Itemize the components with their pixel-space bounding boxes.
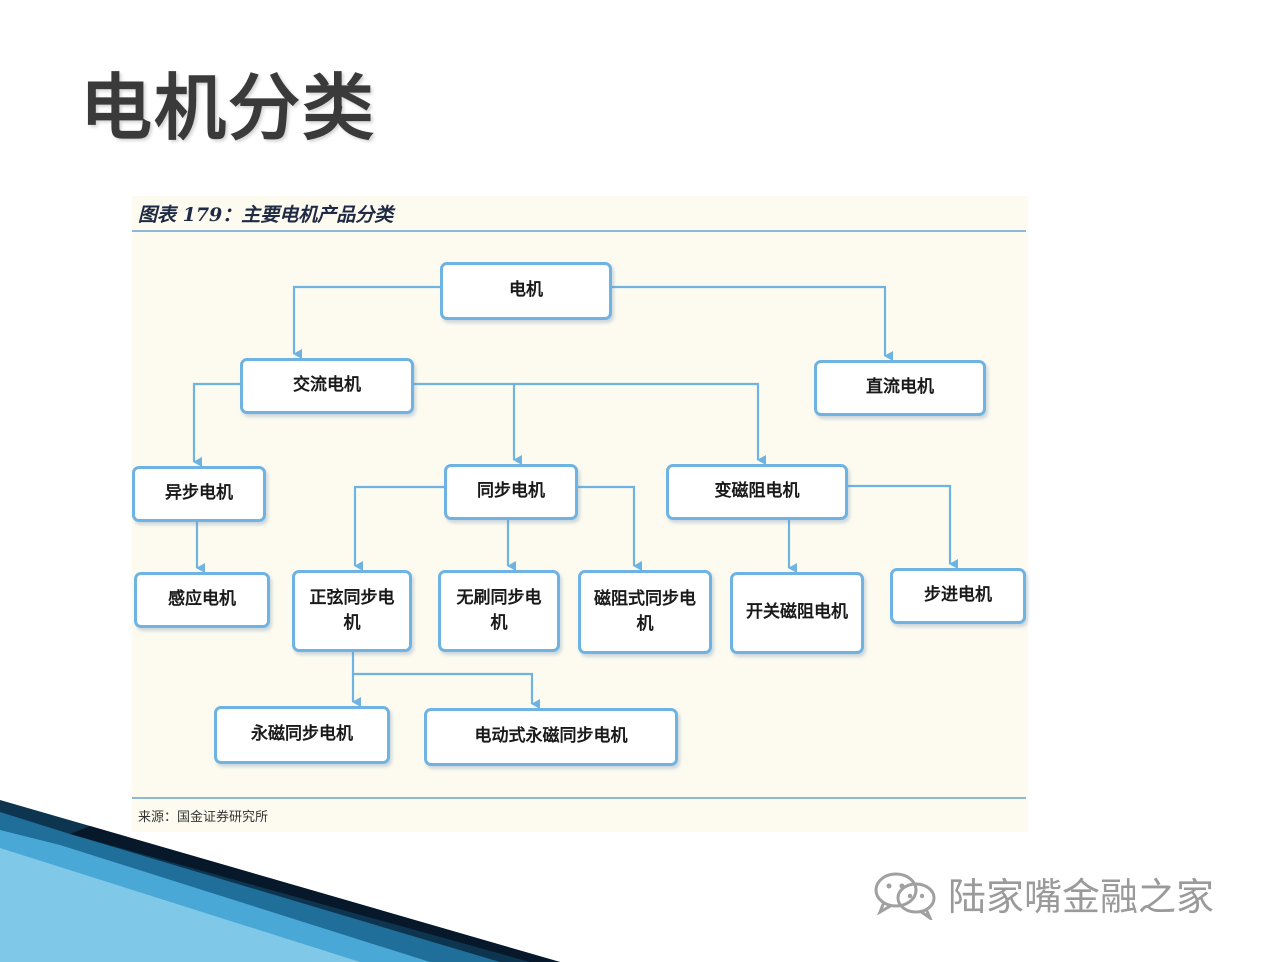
node-stepper-motor: 步进电机 [890,568,1026,624]
slide-title: 电机分类 [80,66,377,150]
node-induction-motor: 感应电机 [134,572,270,628]
watermark: 陆家嘴金融之家 [870,866,1214,921]
node-switched-reluctance-motor: 开关磁阻电机 [730,572,864,654]
edge-ac-sync [412,382,522,465]
edge-ac-reluctance [514,382,766,465]
edge-reluctance-stepper [848,484,958,569]
edge-motor-ac [292,285,440,359]
node-brushless-sync-motor: 无刷同步电机 [438,570,560,652]
node-dc-motor: 直流电机 [814,360,986,416]
node-reluctance-motor: 变磁阻电机 [666,464,848,520]
watermark-text: 陆家嘴金融之家 [948,875,1215,919]
connector-lines [192,285,958,709]
node-motor: 电机 [440,262,612,320]
edge-sync-reluctance-sync [578,485,642,571]
edge-ac-async [192,382,242,467]
classification-figure: 图表 179：主要电机产品分类 [132,196,1028,832]
wechat-icon [874,872,936,920]
caption-divider [132,230,1026,232]
edge-sine-electric-pm [353,672,540,709]
node-reluctance-sync-motor: 磁阻式同步电机 [578,570,712,654]
edge-sync-sine [353,485,445,571]
figure-source: 来源：国金证券研究所 [138,810,269,825]
node-pm-sync-motor: 永磁同步电机 [214,706,390,764]
node-sync-motor: 同步电机 [444,464,578,520]
figure-caption: 图表 179：主要电机产品分类 [138,204,394,226]
node-ac-motor: 交流电机 [240,358,414,414]
node-electric-pm-sync-motor: 电动式永磁同步电机 [424,708,678,766]
source-divider [132,797,1026,799]
node-async-motor: 异步电机 [132,466,266,522]
edge-motor-dc [612,285,893,361]
node-sine-sync-motor: 正弦同步电机 [292,570,412,652]
